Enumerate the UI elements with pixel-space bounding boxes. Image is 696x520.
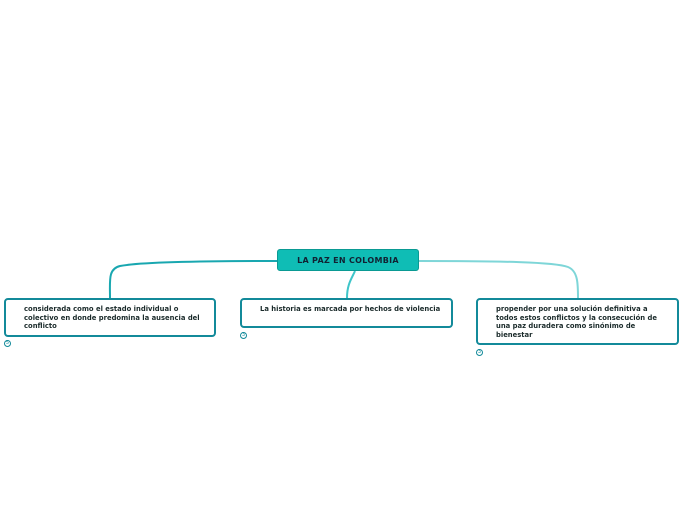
topic-node-history-violence[interactable]: La historia es marcada por hechos de vio… [240, 298, 453, 328]
connector-left [108, 260, 278, 299]
topic-node-conflict-absence[interactable]: considerada como el estado individual o … [4, 298, 216, 337]
topic-node-lasting-peace[interactable]: propender por una solución definitiva a … [476, 298, 679, 345]
child-count-badge[interactable]: 3 [240, 332, 247, 339]
central-topic[interactable]: LA PAZ EN COLOMBIA [277, 249, 419, 271]
child-count-badge[interactable]: 5 [4, 340, 11, 347]
topic-text: propender por una solución definitiva a … [496, 305, 657, 339]
child-count-badge[interactable]: 3 [476, 349, 483, 356]
topic-text: La historia es marcada por hechos de vio… [260, 305, 441, 313]
connector-middle [346, 270, 356, 299]
topic-text: considerada como el estado individual o … [24, 305, 200, 331]
connector-right [418, 260, 579, 299]
